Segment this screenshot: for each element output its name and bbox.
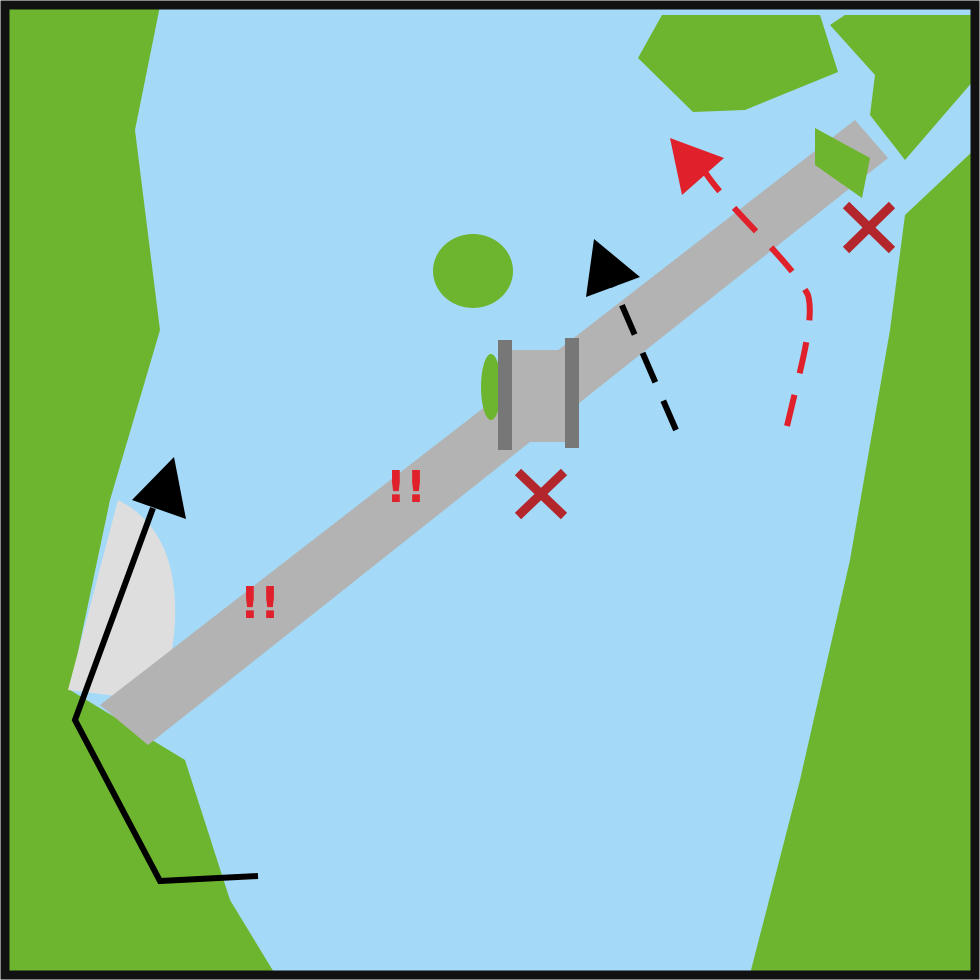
bridge-end-landing [815, 128, 870, 198]
arrowhead-black-middle [586, 239, 640, 297]
arrowhead-red [670, 138, 724, 195]
pier-post-left [498, 340, 512, 450]
top-right-point [830, 15, 974, 160]
bridge-pier [505, 350, 570, 442]
pier-islet [481, 354, 501, 420]
route-path-red-dashed [702, 170, 813, 427]
no-go-x-icon [514, 468, 568, 520]
left-bank [6, 6, 275, 974]
small-island [433, 234, 513, 308]
route-path-black-solid [71, 506, 259, 885]
top-right-island [638, 15, 838, 112]
pier-post-right [565, 338, 579, 448]
route-path-black-dashed [608, 278, 679, 432]
no-go-x-icon [842, 201, 896, 254]
arrowhead-black-left [132, 457, 186, 519]
hazard-marker: !! [240, 578, 280, 629]
bridge-deck [100, 120, 888, 745]
right-bank [750, 150, 974, 974]
hazard-marker: !! [386, 462, 426, 513]
